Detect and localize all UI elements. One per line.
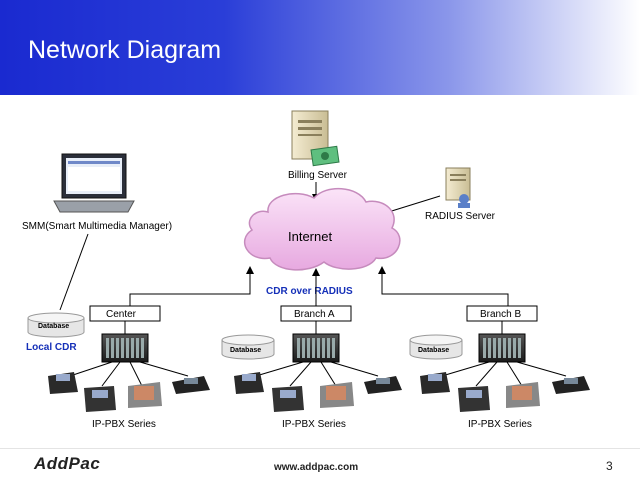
- internet-label: Internet: [288, 229, 332, 244]
- database-label-branch-a: Database: [230, 347, 261, 354]
- smm-link: [59, 233, 89, 311]
- local-cdr-label: Local CDR: [26, 342, 77, 353]
- footer-divider: [0, 448, 640, 449]
- title-banner: Network Diagram: [0, 0, 640, 95]
- radius-server-icon: [445, 167, 471, 208]
- site-label-branch-a: Branch A: [294, 309, 335, 320]
- database-icon: [221, 334, 275, 360]
- site-label-branch-b: Branch B: [480, 309, 521, 320]
- smm-label: SMM(Smart Multimedia Manager): [22, 221, 172, 232]
- ip-phone-icon: [364, 376, 402, 394]
- slide-title: Network Diagram: [28, 36, 222, 64]
- ip-phone-icon: [552, 376, 590, 394]
- ip-pbx-icon: [101, 333, 149, 363]
- site-label-center: Center: [106, 309, 137, 320]
- video-phone-icon: [128, 382, 162, 408]
- laptop-icon: [53, 153, 135, 213]
- database-icon: [27, 312, 85, 338]
- ip-phone-icon: [420, 372, 450, 394]
- uplink-arrows: [129, 266, 509, 306]
- phone-links: [69, 361, 567, 387]
- ip-phone-icon: [234, 372, 264, 394]
- ip-phone-icon: [272, 386, 304, 412]
- billing-server-icon: [291, 110, 340, 167]
- ip-phone-icon: [172, 376, 210, 394]
- ip-phone-icon: [48, 372, 78, 394]
- page-number: 3: [606, 459, 613, 473]
- database-label-center: Database: [38, 323, 69, 330]
- series-label-branch-b: IP-PBX Series: [468, 419, 532, 430]
- database-icon: [409, 334, 463, 360]
- internet-cloud: [243, 187, 401, 271]
- ip-phone-icon: [458, 386, 490, 412]
- database-label-branch-b: Database: [418, 347, 449, 354]
- ip-phone-icon: [84, 386, 116, 412]
- network-diagram: Billing Server RADIUS Server SMM(Smart M…: [22, 110, 590, 430]
- radius-server-label: RADIUS Server: [425, 211, 496, 222]
- billing-server-label: Billing Server: [288, 170, 348, 181]
- series-label-center: IP-PBX Series: [92, 419, 156, 430]
- addpac-logo: AddPac: [34, 454, 101, 473]
- ip-pbx-icon: [292, 333, 340, 363]
- ip-pbx-icon: [478, 333, 526, 363]
- video-phone-icon: [320, 382, 354, 408]
- video-phone-icon: [506, 382, 540, 408]
- footer-url: www.addpac.com: [274, 462, 359, 473]
- series-label-branch-a: IP-PBX Series: [282, 419, 346, 430]
- cdr-label: CDR over RADIUS: [266, 286, 353, 297]
